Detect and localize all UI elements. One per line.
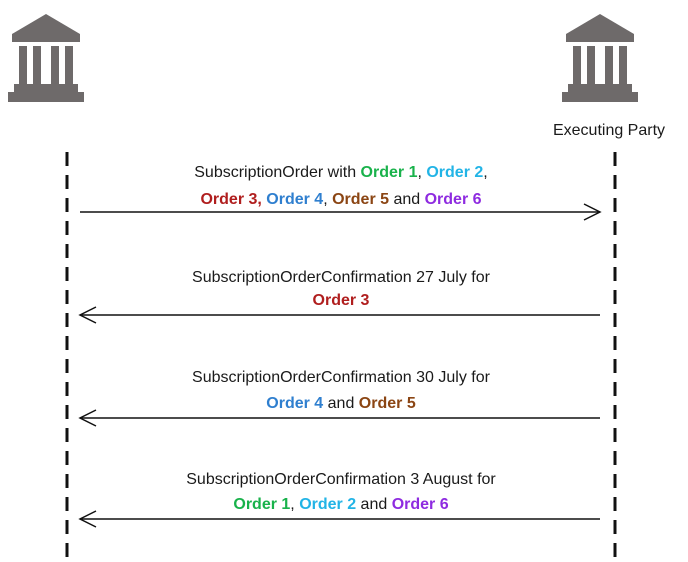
order-ref: Order 6 (425, 191, 482, 208)
message-label-line: Order 1, Order 2 and Order 6 (233, 496, 448, 513)
message-text: SubscriptionOrder with (194, 164, 360, 181)
order-ref: Order 4 (266, 191, 323, 208)
message-label-line: Order 3, Order 4, Order 5 and Order 6 (200, 191, 481, 208)
message-text: SubscriptionOrderConfirmation 27 July fo… (192, 269, 491, 286)
message-label-line: SubscriptionOrderConfirmation 3 August f… (186, 471, 496, 488)
message-list: SubscriptionOrder with Order 1, Order 2,… (78, 164, 602, 528)
left-bank-icon (8, 14, 84, 102)
arrowhead-icon (583, 203, 602, 221)
message-text: , (323, 191, 332, 208)
message-label-line: Order 4 and Order 5 (266, 395, 416, 412)
message-text: and (389, 191, 425, 208)
message-text: SubscriptionOrderConfirmation 30 July fo… (192, 369, 491, 386)
message-text: and (323, 395, 359, 412)
message-text: , (417, 164, 426, 181)
message-2: SubscriptionOrderConfirmation 27 July fo… (78, 269, 600, 324)
message-label-line: SubscriptionOrderConfirmation 30 July fo… (192, 369, 491, 386)
order-ref: Order 3 (313, 292, 370, 309)
message-1: SubscriptionOrder with Order 1, Order 2,… (80, 164, 602, 221)
order-ref: Order 1 (233, 496, 290, 513)
message-text: , (483, 164, 487, 181)
order-ref: Order 1 (361, 164, 418, 181)
arrowhead-icon (78, 409, 97, 427)
message-label-line: SubscriptionOrder with Order 1, Order 2, (194, 164, 487, 181)
order-ref: Order 3, (200, 191, 261, 208)
message-4: SubscriptionOrderConfirmation 3 August f… (78, 471, 600, 528)
executing-party-label: Executing Party (553, 122, 665, 139)
order-ref: Order 2 (426, 164, 483, 181)
order-ref: Order 5 (359, 395, 416, 412)
message-text: , (290, 496, 299, 513)
arrowhead-icon (78, 306, 97, 324)
order-ref: Order 2 (299, 496, 356, 513)
order-ref: Order 5 (332, 191, 389, 208)
message-label-line: SubscriptionOrderConfirmation 27 July fo… (192, 269, 491, 286)
order-ref: Order 6 (392, 496, 449, 513)
message-text: and (356, 496, 392, 513)
arrowhead-icon (78, 510, 97, 528)
message-text: SubscriptionOrderConfirmation 3 August f… (186, 471, 496, 488)
right-bank-icon (562, 14, 638, 102)
order-ref: Order 4 (266, 395, 323, 412)
message-3: SubscriptionOrderConfirmation 30 July fo… (78, 369, 600, 427)
message-label-line: Order 3 (313, 292, 370, 309)
